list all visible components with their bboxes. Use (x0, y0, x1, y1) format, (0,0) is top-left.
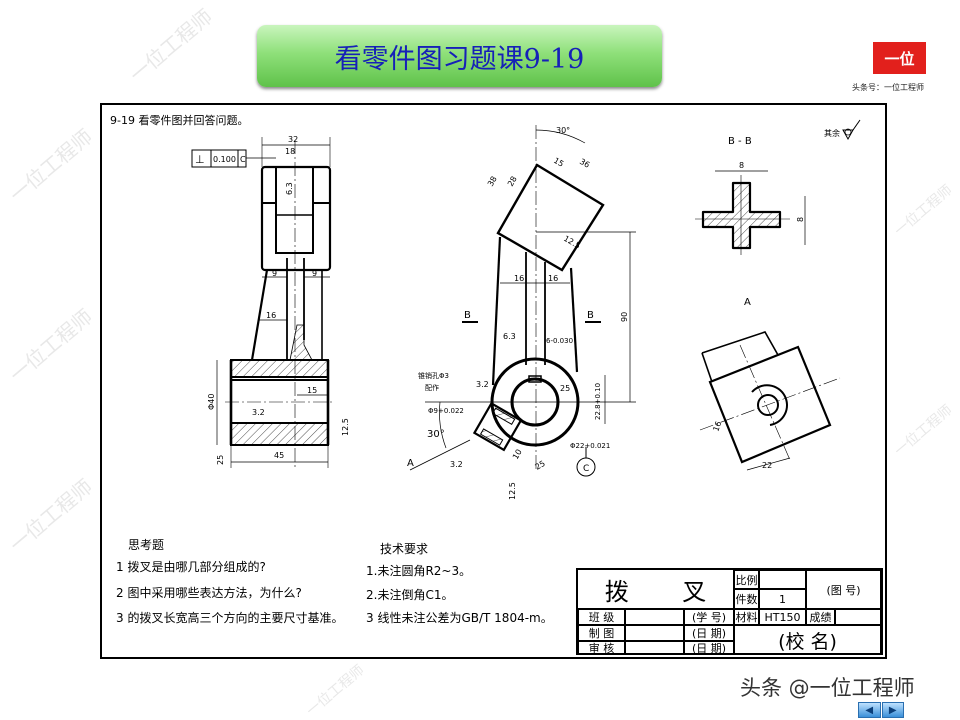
rest-roughness-label: 其余 (824, 128, 840, 138)
question-item: 1 拨叉是由哪几部分组成的? (116, 560, 266, 574)
dim-label: 25 (534, 459, 547, 472)
dim-label: 22 (762, 461, 772, 470)
grade-label: 成绩 (806, 609, 835, 625)
dim-label: Φ22+0.021 (570, 442, 610, 450)
dim-label: Φ9+0.022 (428, 407, 464, 415)
dim-label: 15 (307, 386, 317, 395)
dim-label: 16 (711, 420, 723, 433)
drawing-number: (图 号) (806, 570, 881, 609)
arrow-right-icon[interactable]: ▶ (881, 702, 904, 718)
dim-label: 30° (556, 126, 570, 135)
title-block: 拨叉 比例 件数 1 (图 号) 班 级 (学 号) 材料 HT150 成绩 制… (576, 568, 883, 655)
dim-label: 16 (266, 311, 276, 320)
dim-label: 8 (739, 161, 744, 170)
class-value (625, 609, 684, 625)
dim-label: 45 (274, 451, 284, 460)
note-label: 配作 (425, 383, 439, 392)
dim-label: 18 (285, 147, 295, 156)
checked-label: 审 核 (578, 641, 625, 655)
source-watermark: 头条 @一位工程师 (740, 676, 915, 700)
drawn-value (625, 625, 684, 641)
tech-req-item: 1.未注圆角R2~3。 (366, 564, 472, 578)
dim-label: 10 (511, 448, 524, 461)
dim-label: 9 (312, 269, 317, 278)
part-name: 拨叉 (578, 570, 734, 609)
arrow-left-icon[interactable]: ◀ (858, 702, 881, 718)
grade-value (835, 609, 881, 625)
material-value: HT150 (759, 609, 806, 625)
dim-label: 28 (506, 175, 519, 188)
drawing-heading: 9-19 看零件图并回答问题。 (110, 113, 248, 127)
perpendicularity-icon: ⊥ (195, 153, 205, 166)
qty-label: 件数 (734, 589, 759, 609)
view-title: A (744, 297, 751, 308)
section-label: B (464, 310, 471, 321)
qty-value: 1 (759, 589, 806, 609)
checked-value (625, 641, 684, 655)
tolerance-value: 0.100 (213, 155, 236, 164)
roughness-label: 25 (216, 455, 225, 465)
page-title: 看零件图习题课9-19 (334, 43, 585, 75)
question-item: 2 图中采用哪些表达方法，为什么? (116, 586, 302, 600)
roughness-label: 3.2 (476, 380, 489, 389)
section-title: B - B (728, 136, 752, 147)
view-arrow-label: A (407, 458, 414, 469)
dim-label: 36 (578, 157, 591, 170)
drawn-label: 制 图 (578, 625, 625, 641)
dim-label: 90 (620, 312, 629, 322)
tech-req-item: 2.未注倒角C1。 (366, 588, 454, 602)
dim-label: 25 (560, 384, 570, 393)
datum-label: C (583, 464, 589, 474)
roughness-any-icon (842, 119, 861, 141)
class-label: 班 级 (578, 609, 625, 625)
title-banner: 看零件图习题课9-19 (257, 25, 662, 87)
dim-label: 15 (552, 156, 565, 169)
date-field: (日 期) (684, 641, 734, 655)
material-label: 材料 (734, 609, 759, 625)
roughness-label: 3.2 (450, 460, 463, 469)
scale-value (759, 570, 806, 589)
view-a (699, 331, 841, 471)
date-field: (日 期) (684, 625, 734, 641)
section-b-b (695, 170, 806, 255)
dim-label: Φ40 (207, 394, 216, 410)
section-label: B (587, 310, 594, 321)
dim-label: 12.5 (562, 234, 582, 251)
logo-caption: 头条号：一位工程师 (852, 83, 924, 92)
slide-nav: ◀ ▶ (858, 702, 904, 718)
student-number: (学 号) (684, 609, 734, 625)
roughness-label: 12.5 (508, 482, 517, 500)
tech-req-heading: 技术要求 (380, 542, 429, 556)
dim-label: 9 (272, 269, 277, 278)
dim-label: 16 (548, 274, 558, 283)
questions-heading: 思考题 (128, 538, 165, 552)
scale-label: 比例 (734, 570, 759, 589)
school-name: (校 名) (734, 625, 881, 655)
dim-label: 6-0.030 (546, 337, 573, 345)
dim-label: 32 (288, 135, 298, 144)
logo-text: 一位 (884, 49, 915, 68)
dim-label: 22.8+0.10 (594, 383, 602, 420)
tolerance-datum: C (240, 155, 246, 164)
roughness-label: 6.3 (285, 182, 294, 195)
main-view (409, 125, 636, 477)
dim-label: 30° (427, 429, 445, 440)
note-label: 锥销孔Φ3 (418, 371, 449, 380)
left-view (191, 137, 335, 470)
dim-label: 16 (514, 274, 524, 283)
roughness-label: 6.3 (503, 332, 516, 341)
roughness-label: 12.5 (341, 418, 350, 436)
dim-label: 8 (796, 217, 805, 222)
roughness-label: 3.2 (252, 408, 265, 417)
drawing-frame (100, 103, 887, 659)
tech-req-item: 3 线性未注公差为GB/T 1804-m。 (366, 611, 553, 625)
dim-label: 38 (486, 175, 499, 188)
question-item: 3 的拨叉长宽高三个方向的主要尺寸基准。 (116, 611, 344, 625)
logo: 一位 (873, 42, 926, 74)
